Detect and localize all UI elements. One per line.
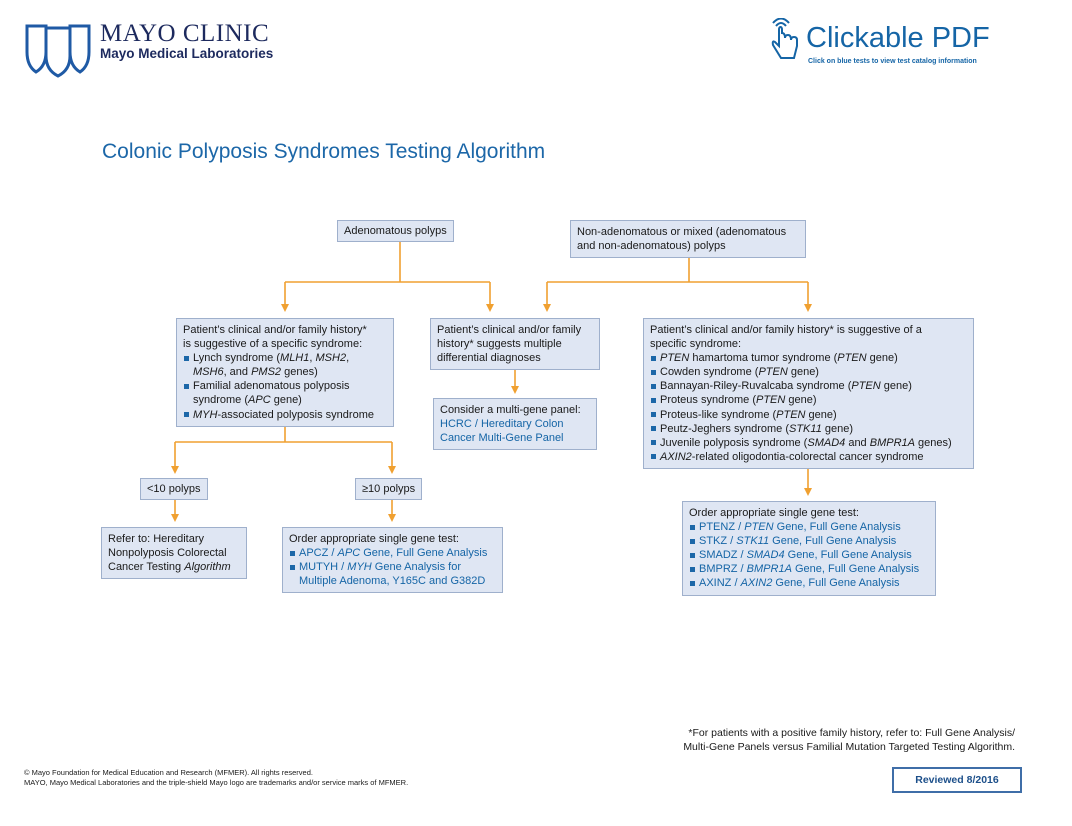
org-subtitle: Mayo Medical Laboratories — [100, 46, 274, 61]
list-item: Bannayan-Riley-Ruvalcaba syndrome (PTEN … — [650, 379, 967, 393]
multi-gene-panel-title: Consider a multi-gene panel: — [440, 404, 581, 416]
footnote-line-1: *For patients with a positive family his… — [688, 727, 1015, 739]
list-item: PTEN hamartoma tumor syndrome (PTEN gene… — [650, 351, 967, 365]
lt10-polyps-label: <10 polyps — [147, 483, 201, 495]
hand-pointer-icon — [771, 18, 798, 59]
adenomatous-polyps-label: Adenomatous polyps — [344, 225, 447, 237]
list-item: AXIN2-related oligodontia-colorectal can… — [650, 450, 967, 464]
reviewed-badge: Reviewed 8/2016 — [892, 767, 1022, 793]
smadz-test-link[interactable]: SMADZ / SMAD4 Gene, Full Gene Analysis — [689, 548, 929, 562]
single-gene-left-title: Order appropriate single gene test: — [289, 533, 459, 545]
copyright-line-2: MAYO, Mayo Medical Laboratories and the … — [24, 778, 409, 787]
specific-syndrome-left-title: Patient’s clinical and/or family history… — [183, 324, 367, 351]
single-gene-left-box: Order appropriate single gene test: APCZ… — [282, 527, 503, 594]
single-gene-left-list: APCZ / APC Gene, Full Gene Analysis MUTY… — [289, 546, 496, 588]
clickable-pdf-title: Clickable PDF — [806, 22, 990, 54]
ge10-polyps-label: ≥10 polyps — [362, 483, 416, 495]
multiple-diagnoses-label: Patient’s clinical and/or family history… — [437, 324, 582, 365]
refer-box: Refer to: Hereditary Nonpolyposis Colore… — [101, 527, 247, 580]
mutyh-test-link[interactable]: MUTYH / MYH Gene Analysis for Multiple A… — [289, 560, 496, 588]
non-adenomatous-label: Non-adenomatous or mixed (adenomatous an… — [577, 226, 787, 253]
footnote-line-2: Multi-Gene Panels versus Familial Mutati… — [683, 741, 1015, 753]
non-adenomatous-box: Non-adenomatous or mixed (adenomatous an… — [570, 220, 806, 259]
adenomatous-polyps-box: Adenomatous polyps — [337, 220, 454, 243]
bmprz-test-link[interactable]: BMPRZ / BMPR1A Gene, Full Gene Analysis — [689, 562, 929, 576]
list-item: Lynch syndrome (MLH1, MSH2, MSH6, and PM… — [183, 351, 387, 379]
syndrome-list-left: Lynch syndrome (MLH1, MSH2, MSH6, and PM… — [183, 351, 387, 421]
list-item: Juvenile polyposis syndrome (SMAD4 and B… — [650, 436, 967, 450]
org-title: MAYO CLINIC — [100, 20, 270, 47]
copyright-line-1: © Mayo Foundation for Medical Education … — [24, 768, 313, 777]
hcrc-test-link[interactable]: HCRC / Hereditary Colon Cancer Multi-Gen… — [440, 418, 564, 445]
triple-shield-logo-icon — [25, 24, 91, 78]
single-gene-right-box: Order appropriate single gene test: PTEN… — [682, 501, 936, 596]
refer-label: Refer to: Hereditary Nonpolyposis Colore… — [108, 533, 231, 574]
single-gene-right-title: Order appropriate single gene test: — [689, 507, 859, 519]
multi-gene-panel-box: Consider a multi-gene panel: HCRC / Here… — [433, 398, 597, 451]
specific-syndrome-right-title: Patient’s clinical and/or family history… — [650, 324, 922, 351]
ge10-polyps-box: ≥10 polyps — [355, 478, 423, 501]
list-item: Peutz-Jeghers syndrome (STK11 gene) — [650, 422, 967, 436]
copyright: © Mayo Foundation for Medical Education … — [24, 768, 408, 788]
apcz-test-link[interactable]: APCZ / APC Gene, Full Gene Analysis — [289, 546, 496, 560]
axinz-test-link[interactable]: AXINZ / AXIN2 Gene, Full Gene Analysis — [689, 576, 929, 590]
multiple-diagnoses-box: Patient’s clinical and/or family history… — [430, 318, 600, 371]
list-item: Proteus syndrome (PTEN gene) — [650, 393, 967, 407]
single-gene-right-list: PTENZ / PTEN Gene, Full Gene Analysis ST… — [689, 520, 929, 590]
list-item: MYH-associated polyposis syndrome — [183, 408, 387, 422]
ptenz-test-link[interactable]: PTENZ / PTEN Gene, Full Gene Analysis — [689, 520, 929, 534]
specific-syndrome-right-box: Patient’s clinical and/or family history… — [643, 318, 974, 469]
specific-syndrome-left-box: Patient’s clinical and/or family history… — [176, 318, 394, 427]
stkz-test-link[interactable]: STKZ / STK11 Gene, Full Gene Analysis — [689, 534, 929, 548]
footnote: *For patients with a positive family his… — [620, 726, 1015, 754]
list-item: Familial adenomatous polyposis syndrome … — [183, 379, 387, 407]
clickable-pdf-subtitle: Click on blue tests to view test catalog… — [808, 58, 977, 65]
page-title: Colonic Polyposis Syndromes Testing Algo… — [102, 140, 546, 163]
list-item: Proteus-like syndrome (PTEN gene) — [650, 408, 967, 422]
lt10-polyps-box: <10 polyps — [140, 478, 208, 501]
list-item: Cowden syndrome (PTEN gene) — [650, 365, 967, 379]
syndrome-list-right: PTEN hamartoma tumor syndrome (PTEN gene… — [650, 351, 967, 464]
